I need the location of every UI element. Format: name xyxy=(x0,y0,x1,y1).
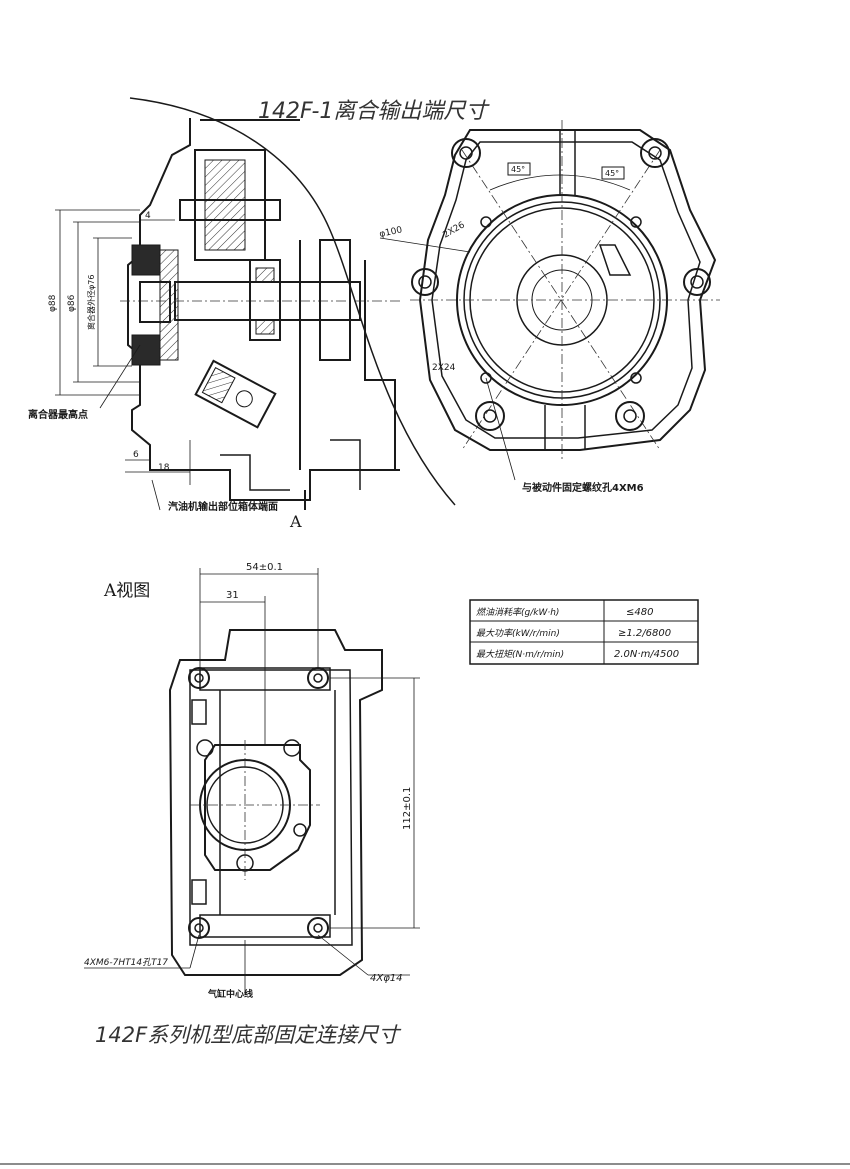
spec-row-power-value: ≥1.2/6800 xyxy=(618,628,671,639)
flange-front-view xyxy=(379,120,720,481)
view-a-title: A视图 xyxy=(103,581,150,601)
view-a-marker: A xyxy=(289,512,302,531)
spec-table xyxy=(469,599,699,665)
spec-row-torque-value: 2.0N·m/4500 xyxy=(614,649,679,660)
spec-row-torque-label: 最大扭矩(N·m/r/min) xyxy=(476,649,564,660)
label-clutch-high: 离合器最高点 xyxy=(28,408,88,421)
spec-row-fuel-value: ≤480 xyxy=(626,607,653,618)
label-cyl-center: 气缸中心线 xyxy=(207,988,253,1000)
dim-d76: 离合器外径φ76 xyxy=(86,275,96,330)
dim-w54: 54±0.1 xyxy=(246,562,283,573)
dim-r24: 2X24 xyxy=(432,363,456,373)
spec-row-power-label: 最大功率(kW/r/min) xyxy=(476,628,560,639)
dim-d86: φ86 xyxy=(67,294,77,312)
dim-r26: 2X26 xyxy=(442,220,467,240)
dim-w18: 18 xyxy=(158,463,170,473)
dim-d100: φ100 xyxy=(379,225,404,240)
view-a-bottom-view xyxy=(84,568,420,995)
bottom-title: 142F系列机型底部固定连接尺寸 xyxy=(95,1023,402,1047)
clutch-section-view xyxy=(55,97,456,511)
label-output-face: 汽油机输出部位箱体端面 xyxy=(168,500,278,513)
label-holes-m6: 与被动件固定螺纹孔4XM6 xyxy=(522,481,644,494)
dim-d88: φ88 xyxy=(48,294,58,312)
label-holes14: 4Xφ14 xyxy=(370,973,403,984)
dim-ang2: 45° xyxy=(605,169,619,178)
dim-w4: 4 xyxy=(145,211,151,221)
dim-w31: 31 xyxy=(226,590,239,601)
spec-row-fuel-label: 燃油消耗率(g/kW·h) xyxy=(476,607,559,618)
dim-w6: 6 xyxy=(133,450,139,460)
dim-ang1: 45° xyxy=(511,165,525,174)
dim-h112: 112±0.1 xyxy=(402,787,413,830)
label-thread: 4XM6-7HT14孔T17 xyxy=(84,957,168,968)
